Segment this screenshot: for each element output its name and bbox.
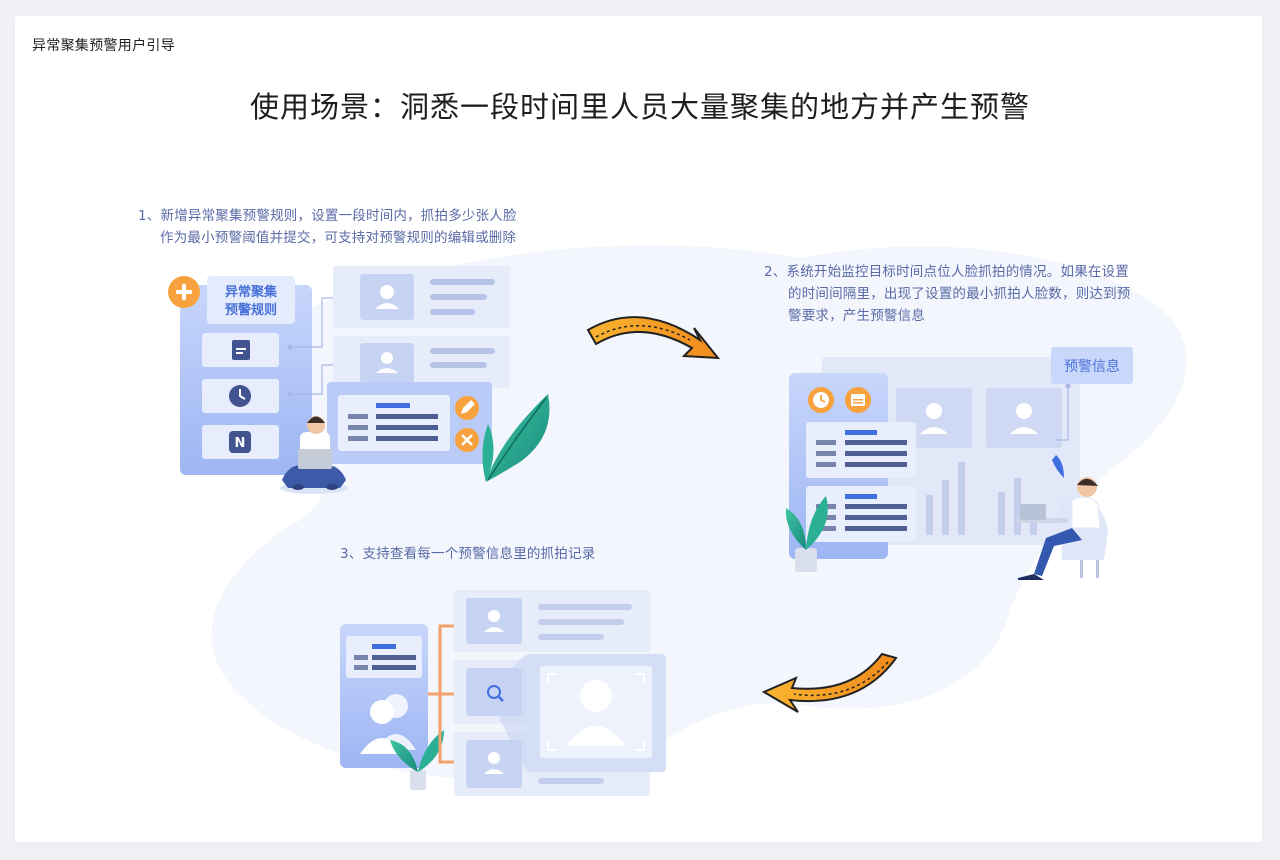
- calendar-icon: [845, 387, 871, 413]
- face-record-cards: [333, 266, 510, 388]
- record-panel: [340, 624, 444, 790]
- step-3-line-1: 3、支持查看每一个预警信息里的抓拍记录: [340, 546, 596, 562]
- step-3-description: 3、支持查看每一个预警信息里的抓拍记录: [340, 543, 595, 565]
- step-2-description: 2、系统开始监控目标时间点位人脸抓拍的情况。如果在设置 的时间间隔里，出现了设置…: [764, 261, 1131, 327]
- flow-arrow-2: [761, 652, 898, 713]
- rule-card-title-line1: 异常聚集: [225, 284, 278, 300]
- step-2-line-3: 警要求，产生预警信息: [788, 308, 925, 324]
- page-title: 异常聚集预警用户引导: [32, 38, 175, 54]
- plant-leaf: [482, 394, 550, 482]
- n-letter-icon: N: [229, 431, 251, 453]
- step-1-line-1: 1、新增异常聚集预警规则，设置一段时间内，抓拍多少张人脸: [138, 208, 517, 224]
- scene-title: 使用场景：洞悉一段时间里人员大量聚集的地方并产生预警: [249, 90, 1030, 124]
- clock-icon: [808, 387, 834, 413]
- flow-arrow-1: [586, 316, 721, 360]
- person-at-desk: [1016, 455, 1108, 580]
- magnifier-icon: [487, 685, 504, 702]
- step-1-description: 1、新增异常聚集预警规则，设置一段时间内，抓拍多少张人脸 作为最小预警阈值并提交…: [138, 205, 517, 249]
- rule-form-card: [327, 382, 492, 464]
- plus-icon: [168, 276, 200, 308]
- person-with-laptop: [280, 416, 348, 494]
- alert-tag: 预警信息: [1051, 347, 1133, 384]
- step-2-line-2: 的时间间隔里，出现了设置的最小抓拍人脸数，则达到预: [788, 286, 1131, 302]
- clock-icon: [229, 385, 251, 407]
- rule-panel: 异常聚集 预警规则 N: [168, 276, 346, 475]
- zoomed-face-preview: [487, 654, 666, 772]
- snapshot-connectors: [428, 624, 454, 764]
- potted-plant: [785, 496, 828, 572]
- svg-text:N: N: [235, 436, 246, 451]
- delete-icon: [455, 428, 479, 452]
- monitor-panel: [789, 373, 916, 559]
- step-1-line-2: 作为最小预警阈值并提交，可支持对预警规则的编辑或删除: [160, 230, 517, 246]
- rule-card-title-line2: 预警规则: [225, 302, 277, 318]
- alert-tag-label: 预警信息: [1064, 358, 1120, 375]
- step-2-line-1: 2、系统开始监控目标时间点位人脸抓拍的情况。如果在设置: [764, 264, 1129, 280]
- calendar-icon: [232, 340, 250, 360]
- edit-icon: [455, 396, 479, 420]
